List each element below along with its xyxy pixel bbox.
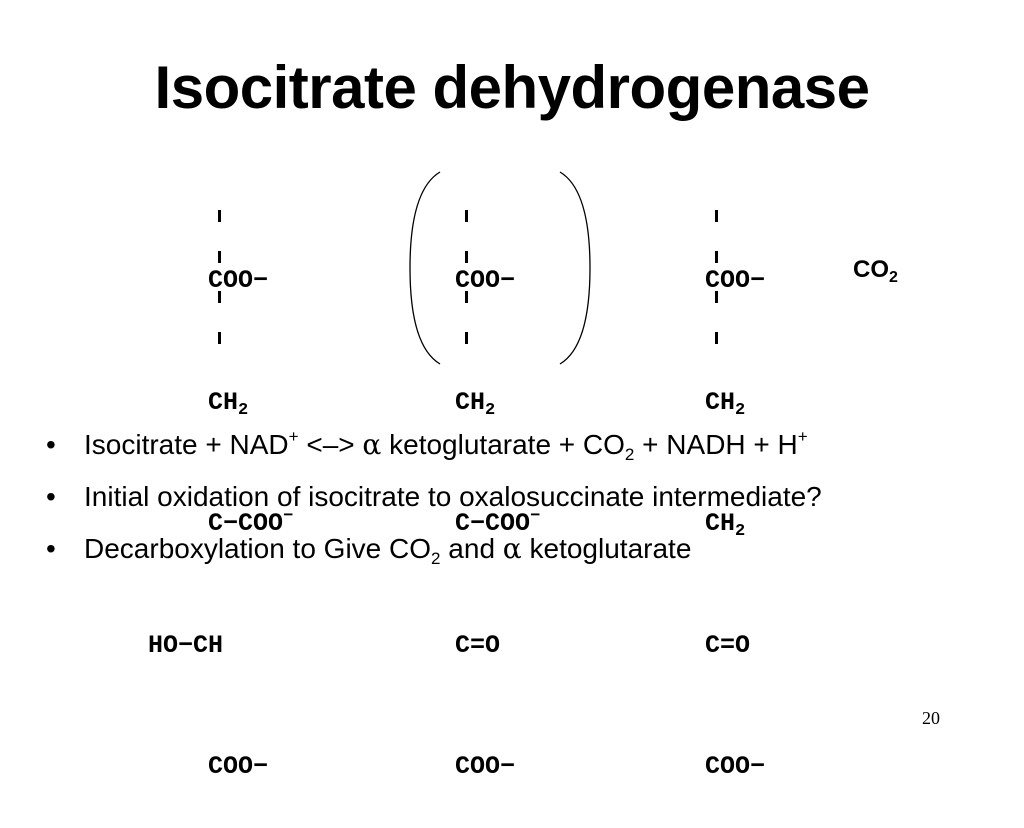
bullet-glyph: • <box>46 481 56 512</box>
bond-line <box>465 210 468 222</box>
bullet-item-oxidation: • Initial oxidation of isocitrate to oxa… <box>40 477 990 517</box>
bond-line <box>465 332 468 344</box>
bond-line <box>715 291 718 303</box>
akg-row-2: CH2 <box>705 387 746 420</box>
bond-line <box>218 251 221 263</box>
bond-line <box>465 291 468 303</box>
bullet-list: • Isocitrate + NAD+ <–> α ketoglutarate … <box>40 425 990 581</box>
oxalosuccinate-structure: COO− CH2 C−COO− C=O COO− <box>455 180 540 828</box>
bullet-item-reaction: • Isocitrate + NAD+ <–> α ketoglutarate … <box>46 427 808 464</box>
co2-product: CO2 <box>853 256 898 286</box>
bond-line <box>715 251 718 263</box>
akg-row-3: CH2 <box>705 509 746 541</box>
slide-title: Isocitrate dehydrogenase <box>154 54 870 121</box>
left-bracket <box>409 171 441 365</box>
akg-row-4: C=O <box>705 630 751 660</box>
isocitrate-structure: COO− CH2 C−COO− HO−CH COO− <box>148 180 293 828</box>
isocitrate-row-3: C−COO− <box>208 507 294 538</box>
bullet-item-decarboxylation: • Decarboxylation to Give CO2 and α keto… <box>40 529 990 569</box>
akg-row-1: COO− <box>705 266 766 295</box>
oxalosuccinate-row-2: CH2 <box>455 387 496 420</box>
oxalosuccinate-row-1: COO− <box>455 266 516 295</box>
isocitrate-row-2: CH2 <box>208 387 249 420</box>
isocitrate-row-1: COO− <box>208 266 269 295</box>
structure-bonds-and-brackets <box>218 171 718 365</box>
page-number: 20 <box>922 708 940 728</box>
vertical-bonds <box>218 210 718 344</box>
bond-line <box>715 332 718 344</box>
bond-line <box>218 332 221 344</box>
right-bracket <box>559 171 591 365</box>
bond-line <box>218 291 221 303</box>
bullet-glyph: • <box>46 429 56 460</box>
oxalosuccinate-row-3: C−COO− <box>455 507 541 538</box>
isocitrate-row-4: HO−CH <box>148 630 224 660</box>
bond-line <box>715 210 718 222</box>
alpha-ketoglutarate-structure: COO− CH2 CH2 C=O COO− <box>705 180 765 828</box>
bullet-glyph: • <box>46 533 56 564</box>
bond-line <box>465 251 468 263</box>
bond-line <box>218 210 221 222</box>
oxalosuccinate-row-4: C=O <box>455 630 501 660</box>
